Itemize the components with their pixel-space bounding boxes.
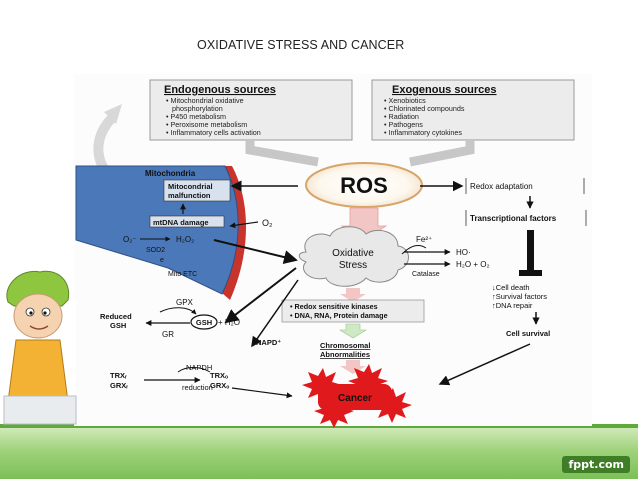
character-pupil-left [29, 311, 33, 315]
decorative-green-band [0, 428, 638, 479]
napdh-curve [177, 367, 211, 373]
exogenous-item-5: • Inflammatory cytokines [384, 128, 462, 137]
catalase-label: Catalase [412, 271, 440, 278]
fe-label: Fe²⁺ [416, 235, 432, 244]
malfunction-label-2: malfunction [168, 191, 211, 200]
endogenous-item-2: • P450 metabolism [166, 112, 226, 121]
transcriptional-factors-label: Transcriptional factors [470, 214, 557, 223]
sod2-label: SOD2 [146, 247, 165, 254]
survival-factors-label: ↑Survival factors [492, 292, 547, 301]
exogenous-item-4: • Pathogens [384, 120, 423, 129]
exogenous-item-2: • Chlorinated compounds [384, 104, 465, 113]
character-mouth [29, 325, 49, 330]
grx-right-label: GRXₒ [210, 381, 229, 390]
h2o2-label: H₂O₂ [176, 235, 194, 244]
endogenous-heading: Endogenous sources [164, 84, 276, 96]
water-oxygen-label: H₂O + O₂ [456, 260, 490, 269]
endogenous-item-1: • Mitochondrial oxidative [166, 96, 244, 105]
ros-label: ROS [340, 173, 388, 198]
abnormalities-label: Abnormalities [320, 350, 370, 359]
gsh-ellipse [190, 314, 218, 330]
damage-box [281, 299, 425, 323]
redox-adaptation-label: Redox adaptation [470, 182, 533, 191]
hydroxyl-label: HO· [456, 248, 471, 257]
inhibition-bar-vertical [527, 230, 534, 270]
curved-grey-arrow-head [104, 104, 122, 124]
trx-right-label: TRXₒ [210, 371, 228, 380]
watermark-logo: fppt.com [562, 456, 630, 473]
dna-repair-label: ↑DNA repair [492, 301, 533, 310]
endogenous-item-1b: phosphorylation [172, 104, 223, 113]
malfunction-box [163, 179, 231, 202]
o2-minus-label: O₂⁻ [123, 235, 137, 244]
trx-left-label: TRXᵣ [110, 371, 127, 380]
exogenous-item-1: • Xenobiotics [384, 96, 426, 105]
character-face [13, 293, 63, 339]
cancer-burst [302, 364, 412, 428]
stress-to-napd-arrow [251, 279, 299, 348]
endogenous-to-ros-arrow [245, 140, 319, 167]
exogenous-item-3: • Radiation [384, 112, 419, 121]
mitochondria-label: Mitochondria [145, 169, 196, 178]
reduction-label: reduction [182, 383, 213, 392]
character-pupil-right [43, 311, 47, 315]
trx-to-cancer-arrow [231, 387, 293, 399]
endogenous-sources-box [149, 79, 353, 141]
character-desk [3, 395, 77, 425]
malfunction-label-1: Mitocondrial [168, 182, 213, 191]
exogenous-heading: Exogenous sources [392, 84, 497, 96]
reduced-gsh-label: GSH [110, 321, 126, 330]
o2-into-mito-arrow [229, 221, 259, 229]
damage-line-1: • Redox sensitive kinases [290, 302, 378, 311]
slide-title: OXIDATIVE STRESS AND CANCER [197, 38, 405, 52]
grx-left-label: GRXᵣ [110, 381, 128, 390]
gpx-curve-arrow [159, 307, 197, 315]
inhibition-bar-cap [519, 270, 542, 276]
stress-to-damage-arrow [340, 288, 366, 302]
plus-water-label: + H₂O [218, 318, 240, 327]
cell-death-label: ↓Cell death [492, 283, 530, 292]
exogenous-to-ros-arrow [409, 140, 475, 167]
damage-line-2: • DNA, RNA, Protein damage [290, 311, 388, 320]
gsh-label: GSH [196, 318, 212, 327]
damage-to-chromosomal-arrow [338, 323, 368, 339]
character-shirt [7, 339, 69, 403]
mtdna-label: mtDNA damage [153, 218, 209, 227]
oxidative-stress-cloud [298, 226, 409, 287]
stress-to-gsh-arrow [224, 267, 297, 324]
character-hair [6, 270, 70, 307]
cartoon-character-illustration [0, 270, 77, 425]
napd-label: NAPD⁺ [256, 338, 281, 347]
electron-label: e [160, 257, 164, 264]
gr-label: GR [162, 330, 174, 339]
endogenous-item-3: • Peroxisome metabolism [166, 120, 247, 129]
oxidative-label: Oxidative [332, 248, 374, 259]
endogenous-item-4: • Inflammatory cells activation [166, 128, 261, 137]
chromosomal-label: Chromosomal [320, 341, 370, 350]
cell-survival-label: Cell survival [506, 329, 550, 338]
exogenous-sources-box [371, 79, 575, 141]
ros-ellipse [305, 162, 423, 208]
h2o2-to-stress-arrow [213, 239, 298, 264]
cancer-center [318, 384, 392, 410]
gpx-label: GPX [176, 298, 194, 307]
chromosomal-to-cancer-arrow [340, 360, 366, 374]
reduced-label: Reduced [100, 312, 132, 321]
stress-label: Stress [339, 260, 367, 271]
o2-label: O₂ [262, 218, 273, 228]
cancer-label: Cancer [338, 393, 372, 404]
survival-to-cancer-arrow [438, 343, 531, 386]
mito-etc-label: Mito ETC [168, 271, 197, 278]
mtdna-box [149, 215, 225, 228]
